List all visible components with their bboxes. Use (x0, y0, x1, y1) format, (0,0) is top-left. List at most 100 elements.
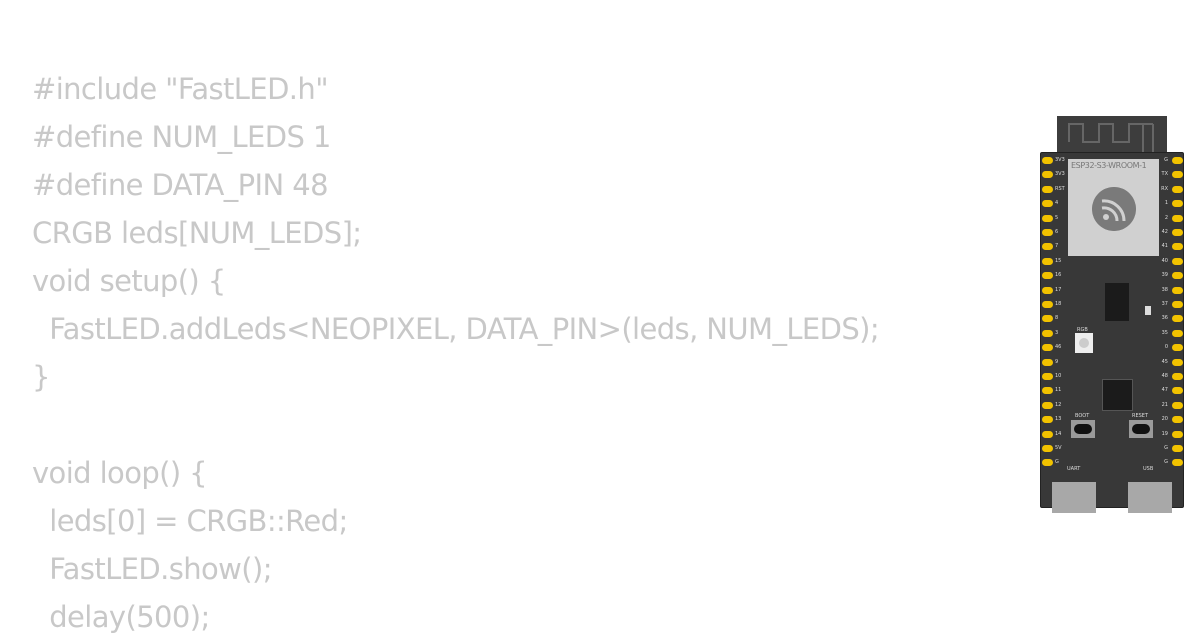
pin-label: 1 (1164, 200, 1168, 207)
usb-uart-chip (1105, 283, 1129, 321)
pin-label: 7 (1055, 243, 1059, 250)
pin-header-left[interactable] (1042, 416, 1053, 424)
pin-header-left[interactable] (1042, 286, 1053, 294)
code-line (32, 401, 879, 449)
pin-header-left[interactable] (1042, 243, 1053, 251)
antenna (1057, 116, 1167, 154)
pin-header-right[interactable] (1172, 445, 1183, 452)
pin-label: 40 (1161, 257, 1168, 264)
pin-label: 2 (1164, 214, 1168, 221)
pin-label: 15 (1055, 257, 1062, 264)
pin-label: TX (1161, 171, 1168, 178)
code-line: void setup() { (32, 264, 226, 298)
pin-label: 42 (1161, 229, 1168, 235)
pin-header-right[interactable] (1172, 329, 1183, 337)
pin-header-left[interactable] (1042, 301, 1053, 308)
pin-header-left[interactable] (1042, 459, 1053, 467)
pin-label: 12 (1055, 401, 1062, 408)
pin-label: 3 (1055, 329, 1059, 336)
pin-header-right[interactable] (1172, 243, 1183, 251)
wroom-module: ESP32-S3-WROOM-1 (1068, 159, 1159, 256)
uart-label: UART (1067, 466, 1081, 472)
pin-label: 19 (1161, 430, 1168, 437)
pin-label: 18 (1055, 301, 1062, 307)
pin-label: 46 (1055, 344, 1062, 351)
pin-header-left[interactable] (1042, 157, 1053, 164)
pin-label: RX (1161, 185, 1168, 192)
code-line: #define DATA_PIN 48 (32, 168, 329, 202)
pin-header-right[interactable] (1172, 257, 1183, 265)
pin-header-right[interactable] (1172, 430, 1183, 438)
pin-label: 41 (1161, 243, 1168, 250)
pin-header-right[interactable] (1172, 459, 1183, 467)
pin-header-right[interactable] (1172, 272, 1183, 280)
pin-header-right[interactable] (1172, 286, 1183, 294)
pin-header-right[interactable] (1172, 185, 1183, 193)
pcb: ESP32-S3-WROOM-1 RGB BOOT RESET UART USB… (1040, 152, 1184, 513)
pin-label: 4 (1055, 200, 1059, 207)
pin-label: 3V3 (1055, 157, 1065, 163)
pin-header-left[interactable] (1042, 387, 1053, 395)
pin-header-left[interactable] (1042, 373, 1053, 380)
pin-header-right[interactable] (1172, 416, 1183, 424)
pin-header-right[interactable] (1172, 200, 1183, 208)
pin-label: 3V3 (1055, 171, 1065, 178)
code-line: FastLED.addLeds<NEOPIXEL, DATA_PIN>(leds… (32, 312, 880, 346)
pin-header-left[interactable] (1042, 445, 1053, 452)
pin-label: 39 (1161, 272, 1168, 279)
pin-label: 37 (1161, 301, 1168, 307)
pin-header-right[interactable] (1172, 301, 1183, 308)
code-listing: #include "FastLED.h"#define NUM_LEDS 1#d… (32, 65, 880, 641)
pin-label: 6 (1055, 229, 1059, 235)
pin-header-left[interactable] (1042, 229, 1053, 236)
uart-usb-port[interactable] (1052, 482, 1096, 513)
pin-header-right[interactable] (1172, 315, 1183, 323)
pin-header-left[interactable] (1042, 257, 1053, 265)
pin-header-right[interactable] (1172, 373, 1183, 380)
pin-header-left[interactable] (1042, 272, 1053, 280)
pin-header-right[interactable] (1172, 387, 1183, 395)
pin-header-left[interactable] (1042, 329, 1053, 337)
pin-label: 35 (1161, 329, 1168, 336)
pin-header-left[interactable] (1042, 344, 1053, 352)
pin-header-left[interactable] (1042, 358, 1053, 366)
pin-header-left[interactable] (1042, 401, 1053, 409)
pin-label: 11 (1055, 387, 1062, 394)
code-line: } (32, 360, 50, 394)
rgb-label: RGB (1077, 327, 1088, 333)
usb-port[interactable] (1128, 482, 1172, 513)
boot-button[interactable] (1071, 420, 1095, 438)
pin-header-right[interactable] (1172, 358, 1183, 366)
reset-label: RESET (1132, 413, 1149, 419)
pin-label: G (1055, 459, 1059, 466)
pin-header-right[interactable] (1172, 171, 1183, 179)
pin-label: 9 (1055, 358, 1059, 365)
pin-header-left[interactable] (1042, 185, 1053, 193)
power-led (1145, 306, 1151, 315)
module-label: ESP32-S3-WROOM-1 (1071, 161, 1147, 170)
code-line: void loop() { (32, 456, 208, 490)
pin-header-right[interactable] (1172, 157, 1183, 164)
usb-label: USB (1143, 466, 1154, 472)
pin-header-left[interactable] (1042, 214, 1053, 222)
pin-label: 47 (1161, 387, 1168, 394)
esp32-s3-devkit-board: ESP32-S3-WROOM-1 RGB BOOT RESET UART USB… (1040, 116, 1184, 513)
pin-header-left[interactable] (1042, 315, 1053, 323)
pin-header-right[interactable] (1172, 401, 1183, 409)
pin-header-left[interactable] (1042, 171, 1053, 179)
code-line: FastLED.show(); (32, 552, 272, 586)
reset-button[interactable] (1129, 420, 1153, 438)
pin-label: 21 (1161, 401, 1168, 408)
pin-header-left[interactable] (1042, 200, 1053, 208)
pin-header-right[interactable] (1172, 344, 1183, 352)
pin-label: 8 (1055, 315, 1059, 322)
pin-header-right[interactable] (1172, 214, 1183, 222)
pin-label: G (1164, 445, 1168, 451)
pin-label: 0 (1164, 344, 1168, 351)
pin-header-right[interactable] (1172, 229, 1183, 236)
pin-label: 17 (1055, 286, 1062, 293)
pin-label: 14 (1055, 430, 1062, 437)
pin-header-left[interactable] (1042, 430, 1053, 438)
code-line: #define NUM_LEDS 1 (32, 120, 331, 154)
code-line: CRGB leds[NUM_LEDS]; (32, 216, 362, 250)
